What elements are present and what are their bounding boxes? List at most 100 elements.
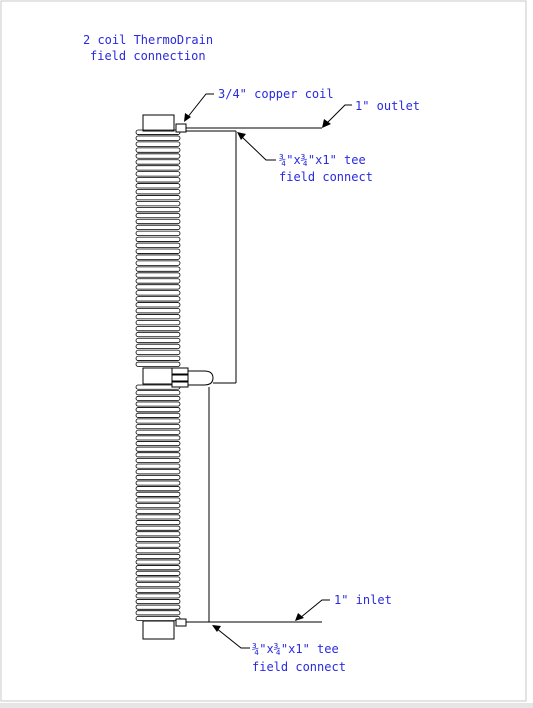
coil-winding (135, 412, 181, 418)
coil-winding (135, 343, 181, 350)
coil-winding (135, 395, 181, 401)
annotations: 2 coil ThermoDrain field connection 3/4"… (83, 33, 420, 674)
coil-winding (135, 452, 181, 458)
coil-winding (135, 542, 181, 548)
coil-winding (135, 266, 181, 272)
coil-winding (135, 576, 181, 582)
coil-winding (135, 206, 181, 213)
coil-winding (135, 548, 181, 554)
coil-winding (135, 525, 181, 531)
drain-pipe-bottom-stub (142, 620, 175, 640)
coil-winding (135, 230, 181, 237)
coil-winding (135, 469, 181, 475)
outlet-leader (325, 104, 352, 125)
coil-winding (135, 446, 181, 452)
coil-winding (135, 290, 181, 296)
coil-winding (135, 424, 181, 430)
coil-winding (135, 141, 181, 147)
horizontal-scrollbar[interactable] (0, 703, 533, 708)
coil-winding (135, 355, 181, 361)
coil-winding (135, 171, 181, 177)
drain-pipe-top-stub (142, 114, 175, 132)
coil-winding (135, 390, 181, 396)
coil-winding (135, 615, 181, 621)
copper-coil-arrowhead (184, 113, 191, 122)
coil-winding (135, 582, 181, 588)
tee-top-label-line-2: field connect (279, 170, 373, 184)
coil-winding (135, 435, 181, 441)
coil-winding (135, 407, 181, 413)
inlet-arrowhead (295, 613, 304, 621)
outlet-arrowhead (322, 119, 331, 128)
coil-winding (135, 463, 181, 469)
coil-winding (135, 212, 181, 219)
copper-coil-leader (186, 93, 214, 119)
coil-winding (135, 159, 181, 165)
coil-winding (135, 242, 181, 248)
coil-winding (135, 349, 181, 356)
tee-bottom-leader (215, 627, 250, 649)
copper-coil-label: 3/4" copper coil (218, 87, 334, 101)
coil-winding (135, 319, 181, 326)
coil-winding (135, 604, 181, 610)
coil-winding (135, 302, 181, 308)
coil-winding (135, 491, 181, 497)
coil-winding (135, 177, 181, 183)
coil-winding (135, 565, 181, 571)
coil-winding (135, 296, 181, 302)
coil-winding (135, 429, 181, 435)
coil-winding (135, 570, 181, 576)
coil-winding (135, 200, 181, 207)
lower-copper-coil (135, 384, 181, 621)
coil-winding (135, 441, 181, 447)
coil-winding (135, 520, 181, 526)
inlet-leader (299, 599, 330, 619)
coil-winding (135, 610, 181, 616)
coil-winding (135, 593, 181, 599)
coil-winding (135, 314, 181, 320)
title-line-1: 2 coil ThermoDrain (83, 33, 213, 47)
coil-winding (135, 536, 181, 542)
tee-bottom-arrowhead (212, 625, 221, 632)
coil-winding (135, 599, 181, 605)
coil-winding (135, 474, 181, 480)
upper-copper-coil (135, 129, 181, 367)
coil-winding (135, 587, 181, 593)
tee-top-label-line-1: ¾"x¾"x1" tee (279, 153, 366, 167)
coil-winding (135, 559, 181, 565)
middle-coil-fittings (171, 367, 214, 388)
title-line-2: field connection (90, 49, 206, 63)
coil-winding (135, 195, 181, 201)
coil-winding (135, 325, 181, 332)
coil-winding (135, 147, 181, 153)
coil-winding (135, 508, 181, 514)
coil-winding (135, 531, 181, 537)
lower-coil-bottom-fitting (175, 618, 187, 627)
coil-winding (135, 135, 181, 141)
tee-bottom-label-line-2: field connect (252, 660, 346, 674)
coil-winding (135, 272, 181, 278)
coil-winding (135, 189, 181, 195)
coil-winding (135, 278, 181, 284)
tee-bottom-label-line-1: ¾"x¾"x1" tee (252, 642, 339, 656)
coil-winding (135, 165, 181, 171)
coil-winding (135, 224, 181, 231)
coil-winding (135, 331, 181, 338)
coil-winding (135, 248, 181, 254)
coil-winding (135, 514, 181, 520)
drain-pipe-middle-section (142, 367, 175, 385)
coil-winding (135, 260, 181, 266)
coil-winding (135, 457, 181, 463)
coil-winding (135, 218, 181, 225)
coil-winding (135, 361, 181, 367)
coil-winding (135, 503, 181, 509)
tee-top-leader (240, 135, 276, 161)
coil-winding (135, 236, 181, 242)
coil-winding (135, 553, 181, 559)
coil-winding (135, 497, 181, 503)
coil-winding (135, 401, 181, 407)
coil-winding (135, 153, 181, 159)
coil-winding (135, 486, 181, 492)
coil-winding (135, 284, 181, 290)
